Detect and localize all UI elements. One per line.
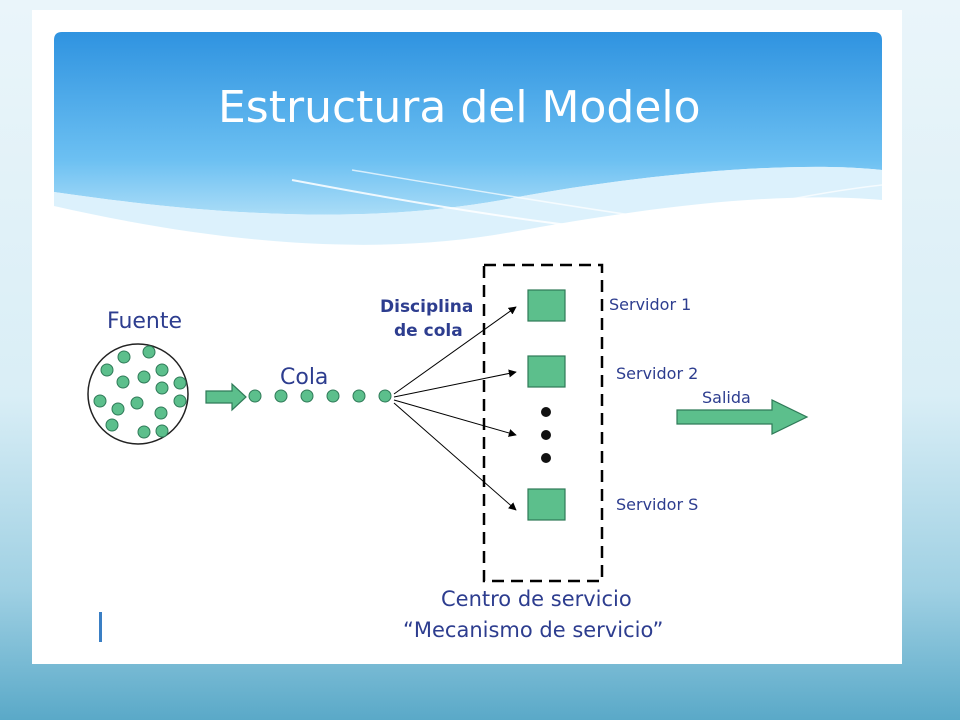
- source-dot: [105, 418, 119, 432]
- server-label-2: Servidor 2: [616, 364, 698, 383]
- wave-decoration: [54, 166, 882, 245]
- queue-dot: [274, 389, 288, 403]
- source-dot: [116, 375, 130, 389]
- discipline-label-line2: de cola: [394, 321, 463, 341]
- source-dot: [142, 345, 156, 359]
- source-dot: [154, 406, 168, 420]
- service-center-box: [482, 263, 604, 583]
- source-dot: [93, 394, 107, 408]
- queue-dot: [378, 389, 392, 403]
- exit-arrow: [676, 399, 809, 435]
- server-label-s: Servidor S: [616, 495, 698, 514]
- route-arrow-1: [393, 306, 517, 395]
- server-box-2: [527, 355, 566, 388]
- source-dot: [173, 376, 187, 390]
- source-dot: [155, 363, 169, 377]
- source-dot: [130, 396, 144, 410]
- queue-dot: [326, 389, 340, 403]
- service-mechanism-label: “Mecanismo de servicio”: [403, 618, 663, 642]
- source-dot: [173, 394, 187, 408]
- source-dot: [137, 370, 151, 384]
- header-banner: [54, 32, 883, 249]
- ellipsis-dot: [541, 453, 551, 463]
- slide-canvas: Estructura del Modelo Fuente Cola Discip…: [54, 32, 883, 642]
- queue-label: Cola: [280, 365, 328, 390]
- queue-dots: [248, 389, 392, 403]
- ellipsis-dot: [541, 430, 551, 440]
- source-dots: [93, 345, 187, 439]
- source-label: Fuente: [107, 309, 182, 334]
- route-arrow-4: [393, 402, 517, 511]
- exit-label: Salida: [702, 388, 751, 407]
- server-box-1: [527, 289, 566, 322]
- source-dot: [100, 363, 114, 377]
- source-dot: [111, 402, 125, 416]
- ellipsis-dot: [541, 407, 551, 417]
- queue-dot: [300, 389, 314, 403]
- entry-arrow: [205, 382, 247, 412]
- service-center-label: Centro de servicio: [441, 587, 632, 611]
- queue-dot: [352, 389, 366, 403]
- slide-title: Estructura del Modelo: [218, 82, 701, 133]
- queue-dot: [248, 389, 262, 403]
- route-arrow-2: [393, 369, 517, 398]
- source-dot: [137, 425, 151, 439]
- routing-arrows: [393, 306, 517, 511]
- route-arrow-3: [393, 399, 517, 437]
- source-circle: [87, 343, 189, 445]
- discipline-label-line1: Disciplina: [380, 297, 473, 317]
- slide: Estructura del Modelo Fuente Cola Discip…: [32, 10, 902, 664]
- server-label-1: Servidor 1: [609, 295, 691, 314]
- source-dot: [155, 424, 169, 438]
- source-dot: [117, 350, 131, 364]
- source-dot: [155, 381, 169, 395]
- footer-accent-bar: [99, 612, 102, 642]
- source-pool: [87, 343, 189, 445]
- server-box-s: [527, 488, 566, 521]
